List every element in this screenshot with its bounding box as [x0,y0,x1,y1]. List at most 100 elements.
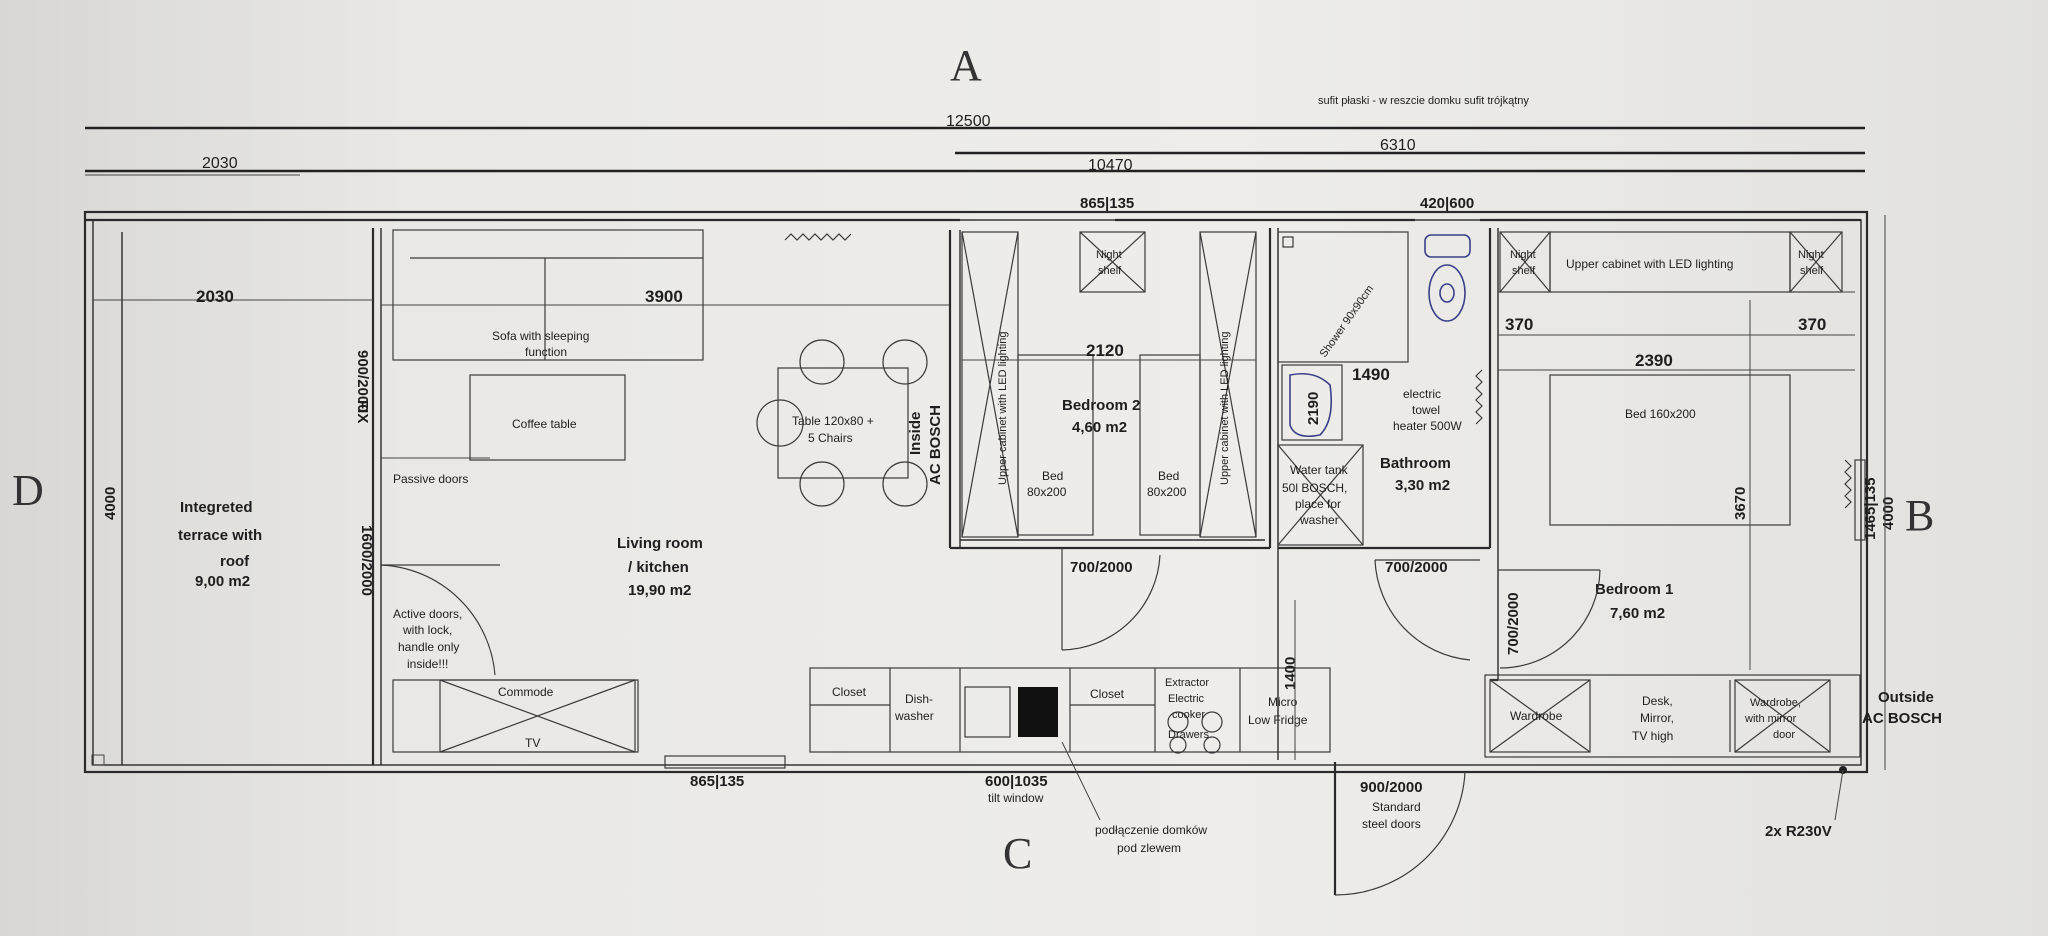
dim-bedroom1-depth: 3670 [1732,487,1749,520]
cooker-label-1: Extractor [1165,677,1209,689]
window-right-symbol [1844,459,1852,509]
entry-door-1: Standard [1372,800,1421,814]
bathroom-walls [1277,228,1499,680]
ac-inside-2: AC BOSCH [927,405,944,485]
towel-heater-3: heater 500W [1393,419,1462,433]
bedroom1-name: Bedroom 1 [1595,581,1673,598]
double-bed [1549,374,1791,526]
terrace-area: 9,00 m2 [195,573,250,590]
power-label: 2x R230V [1765,823,1832,840]
bedroom2-furniture [961,231,1257,538]
dim-total-length: 12500 [946,113,991,130]
table-label-2: 5 Chairs [808,431,853,445]
bathroom-door-size: 700/2000 [1385,559,1448,576]
sofa-label-1: Sofa with sleeping [492,329,589,343]
bedroom2-area: 4,60 m2 [1072,419,1127,436]
sink-note-pointer [1061,741,1101,821]
dim-window-kitchen: 600|1035 [985,773,1048,790]
ac-outside-2: AC BOSCH [1862,710,1942,727]
door-active-2: with lock, [402,623,452,637]
sink-note-1: podłączenie domków [1095,823,1207,837]
wall-socket [1282,236,1294,248]
ceiling-note: sufit płaski - w reszcie domku sufit tró… [1318,95,1529,107]
entry-door-2: steel doors [1362,817,1421,831]
sink-note-2: pod zlewem [1117,841,1181,855]
door-active-1: Active doors, [393,607,462,621]
desk-label-1: Desk, [1642,694,1673,708]
water-tank-2: 50l BOSCH, [1282,481,1347,495]
bed-left-1: Bed [1042,469,1063,483]
desk-label-2: Mirror, [1640,711,1674,725]
closet-1-label: Closet [832,685,867,699]
dishwasher-label-2: washer [894,709,934,723]
door-passive-label: Passive doors [393,472,468,486]
towel-heater-1: electric [1403,387,1441,401]
compass-top: A [950,41,982,90]
tilt-window-label: tilt window [988,791,1044,805]
led-cabinet-right: Upper cabinet with LED lighting [1219,332,1231,485]
compass-bottom: C [1003,829,1032,878]
bathroom-name: Bathroom [1380,455,1451,472]
water-tank [1277,444,1364,546]
ac-outside-1: Outside [1878,689,1934,706]
night-shelf-right-1: Night [1798,249,1824,261]
towel-heater-symbol [1475,369,1483,425]
wardrobe-label: Wardrobe [1510,709,1563,723]
night-shelf-b2-1: Night [1096,249,1122,261]
cooker-label-4: Drawers [1168,729,1209,741]
dim-bathroom-width: 1490 [1352,365,1390,384]
dim-bedroom1-width: 2390 [1635,351,1673,370]
led-cabinet-left: Upper cabinet with LED lighting [997,332,1009,485]
entry-door [1333,762,1466,896]
bathroom-door [1374,559,1480,661]
water-tank-1: Water tank [1290,463,1349,477]
window-bottom-living [664,755,786,769]
bedroom2-door-size: 700/2000 [1070,559,1133,576]
wardrobe-mirror-1: Wardrobe, [1750,697,1801,709]
shower-label: Shower 90x90cm [1318,283,1377,360]
bedroom1-storage [1484,674,1861,758]
dim-terrace-width: 4000 [102,487,119,520]
compass-right: B [1905,491,1934,540]
dim-sofa-wall: 3900 [645,287,683,306]
night-shelf-left-1: Night [1510,249,1536,261]
door-active-size: 1600/2000 [358,525,375,596]
bed-right-1: Bed [1158,469,1179,483]
sofa-label-2: function [525,345,567,359]
commode [392,679,639,753]
outer-walls [83,210,1869,774]
bedroom1-area: 7,60 m2 [1610,605,1665,622]
bathroom-area: 3,30 m2 [1395,477,1450,494]
bedroom1-door-size: 700/2000 [1505,592,1522,655]
dim-kitchen-depth: 1400 [1282,657,1299,690]
door-fix-label: FIX [354,400,371,423]
night-shelf-right-2: shelf [1800,265,1824,277]
living-label-2: / kitchen [628,559,689,576]
dim-bedroom2-width: 2120 [1086,341,1124,360]
living-label-1: Living room [617,535,703,552]
coffee-table-label: Coffee table [512,417,577,431]
terrace-label-3: roof [220,553,250,570]
coffee-table [469,374,626,461]
towel-heater-2: towel [1412,403,1440,417]
bed-left-2: 80x200 [1027,485,1067,499]
night-shelf-b2-2: shelf [1098,265,1122,277]
dining-table [756,339,928,507]
door-active-4: inside!!! [407,657,448,671]
sink [1281,364,1343,441]
desk-label-3: TV high [1632,729,1673,743]
dim-window-bottom-living: 865|135 [690,773,744,790]
window-right [1854,459,1866,541]
toilet [1424,234,1471,322]
dim-interior-length: 10470 [1088,157,1133,174]
terrace-area [91,228,382,766]
dim-window-right: 1465|135 [1862,477,1879,540]
window-top-living [784,233,852,241]
power-line [1834,769,1844,821]
bedroom2-door [1061,548,1161,651]
bedroom1-door [1498,569,1601,669]
terrace-label-2: terrace with [178,527,262,544]
dimension-lines [85,126,1865,176]
upper-cabinet-b1: Upper cabinet with LED lighting [1566,257,1733,271]
